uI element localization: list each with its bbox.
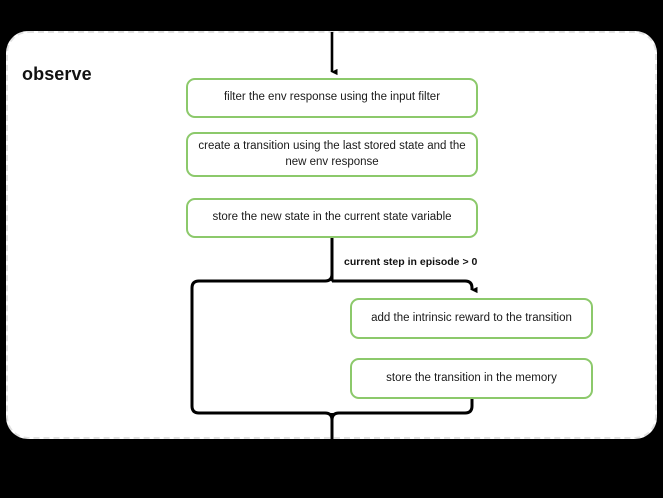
node-add-intrinsic-reward[interactable]: add the intrinsic reward to the transiti… <box>350 298 593 339</box>
node-store-transition-memory[interactable]: store the transition in the memory <box>350 358 593 399</box>
node-create-transition[interactable]: create a transition using the last store… <box>186 132 478 177</box>
node-filter-env-response[interactable]: filter the env response using the input … <box>186 78 478 118</box>
node-store-new-state[interactable]: store the new state in the current state… <box>186 198 478 238</box>
node-label: store the new state in the current state… <box>212 211 452 224</box>
node-label: filter the env response using the input … <box>223 91 441 104</box>
node-label: create a transition using the last store… <box>198 139 466 168</box>
node-label: store the transition in the memory <box>386 371 557 384</box>
node-label: add the intrinsic reward to the transiti… <box>371 311 572 324</box>
observe-group-title: observe <box>22 64 92 84</box>
edge-label-current-step-condition: current step in episode > 0 <box>344 256 478 268</box>
